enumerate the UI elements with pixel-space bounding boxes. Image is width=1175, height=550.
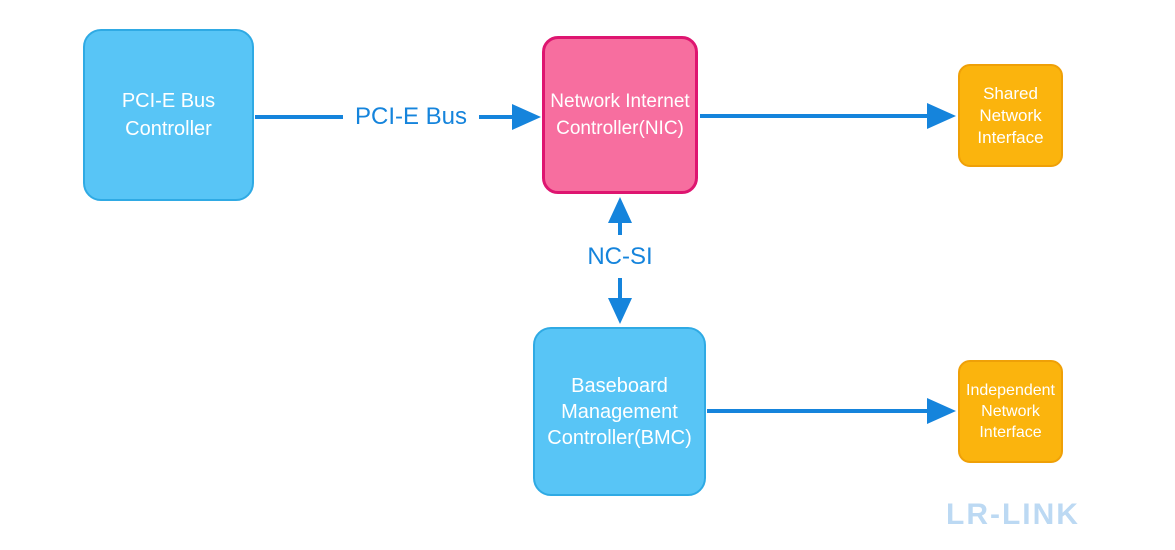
node-label-line: PCI-E Bus — [121, 90, 216, 112]
node-independent-network-interface: Independent Network Interface — [958, 360, 1063, 463]
lr-link-logo: LR-LINK — [946, 498, 1080, 531]
edge-pcie-to-nic — [255, 104, 541, 130]
node-label-line: Interface — [977, 127, 1044, 147]
node-label-line: Interface — [979, 424, 1042, 441]
node-label-line: Management — [561, 400, 678, 423]
arrowhead-right-icon — [927, 103, 956, 129]
edge-label-pcie-bus: PCI-E Bus — [354, 103, 468, 130]
node-label: Independent Network Interface — [966, 380, 1055, 443]
node-label-line: Network — [979, 105, 1042, 125]
node-label: Network Internet Controller(NIC) — [550, 88, 689, 142]
node-label-line: Controller(NIC) — [556, 118, 684, 139]
node-pcie-bus-controller: PCI-E Bus Controller — [83, 29, 254, 201]
node-label-line: Shared — [983, 83, 1038, 103]
node-network-internet-controller: Network Internet Controller(NIC) — [542, 36, 698, 194]
node-baseboard-management-controller: Baseboard Management Controller(BMC) — [533, 327, 706, 496]
edge-nic-bmc-ncsi — [608, 197, 632, 324]
node-label-line: Baseboard — [571, 374, 668, 397]
arrowhead-right-icon — [512, 104, 541, 130]
edge-bmc-to-independent — [707, 398, 956, 424]
arrowhead-right-icon — [927, 398, 956, 424]
node-label-line: Network Internet — [550, 91, 690, 112]
node-label: PCI-E Bus Controller — [122, 87, 215, 143]
node-label-line: Controller — [125, 118, 212, 140]
arrowhead-down-icon — [608, 298, 632, 324]
node-shared-network-interface: Shared Network Interface — [958, 64, 1063, 167]
node-label-line: Controller(BMC) — [547, 426, 692, 449]
edge-nic-to-shared — [700, 103, 956, 129]
edge-label-ncsi: NC-SI — [587, 243, 653, 270]
node-label-line: Independent — [966, 382, 1055, 399]
node-label: Baseboard Management Controller(BMC) — [547, 373, 691, 451]
node-label: Shared Network Interface — [977, 83, 1043, 149]
node-label-line: Network — [981, 403, 1040, 420]
arrowhead-up-icon — [608, 197, 632, 223]
